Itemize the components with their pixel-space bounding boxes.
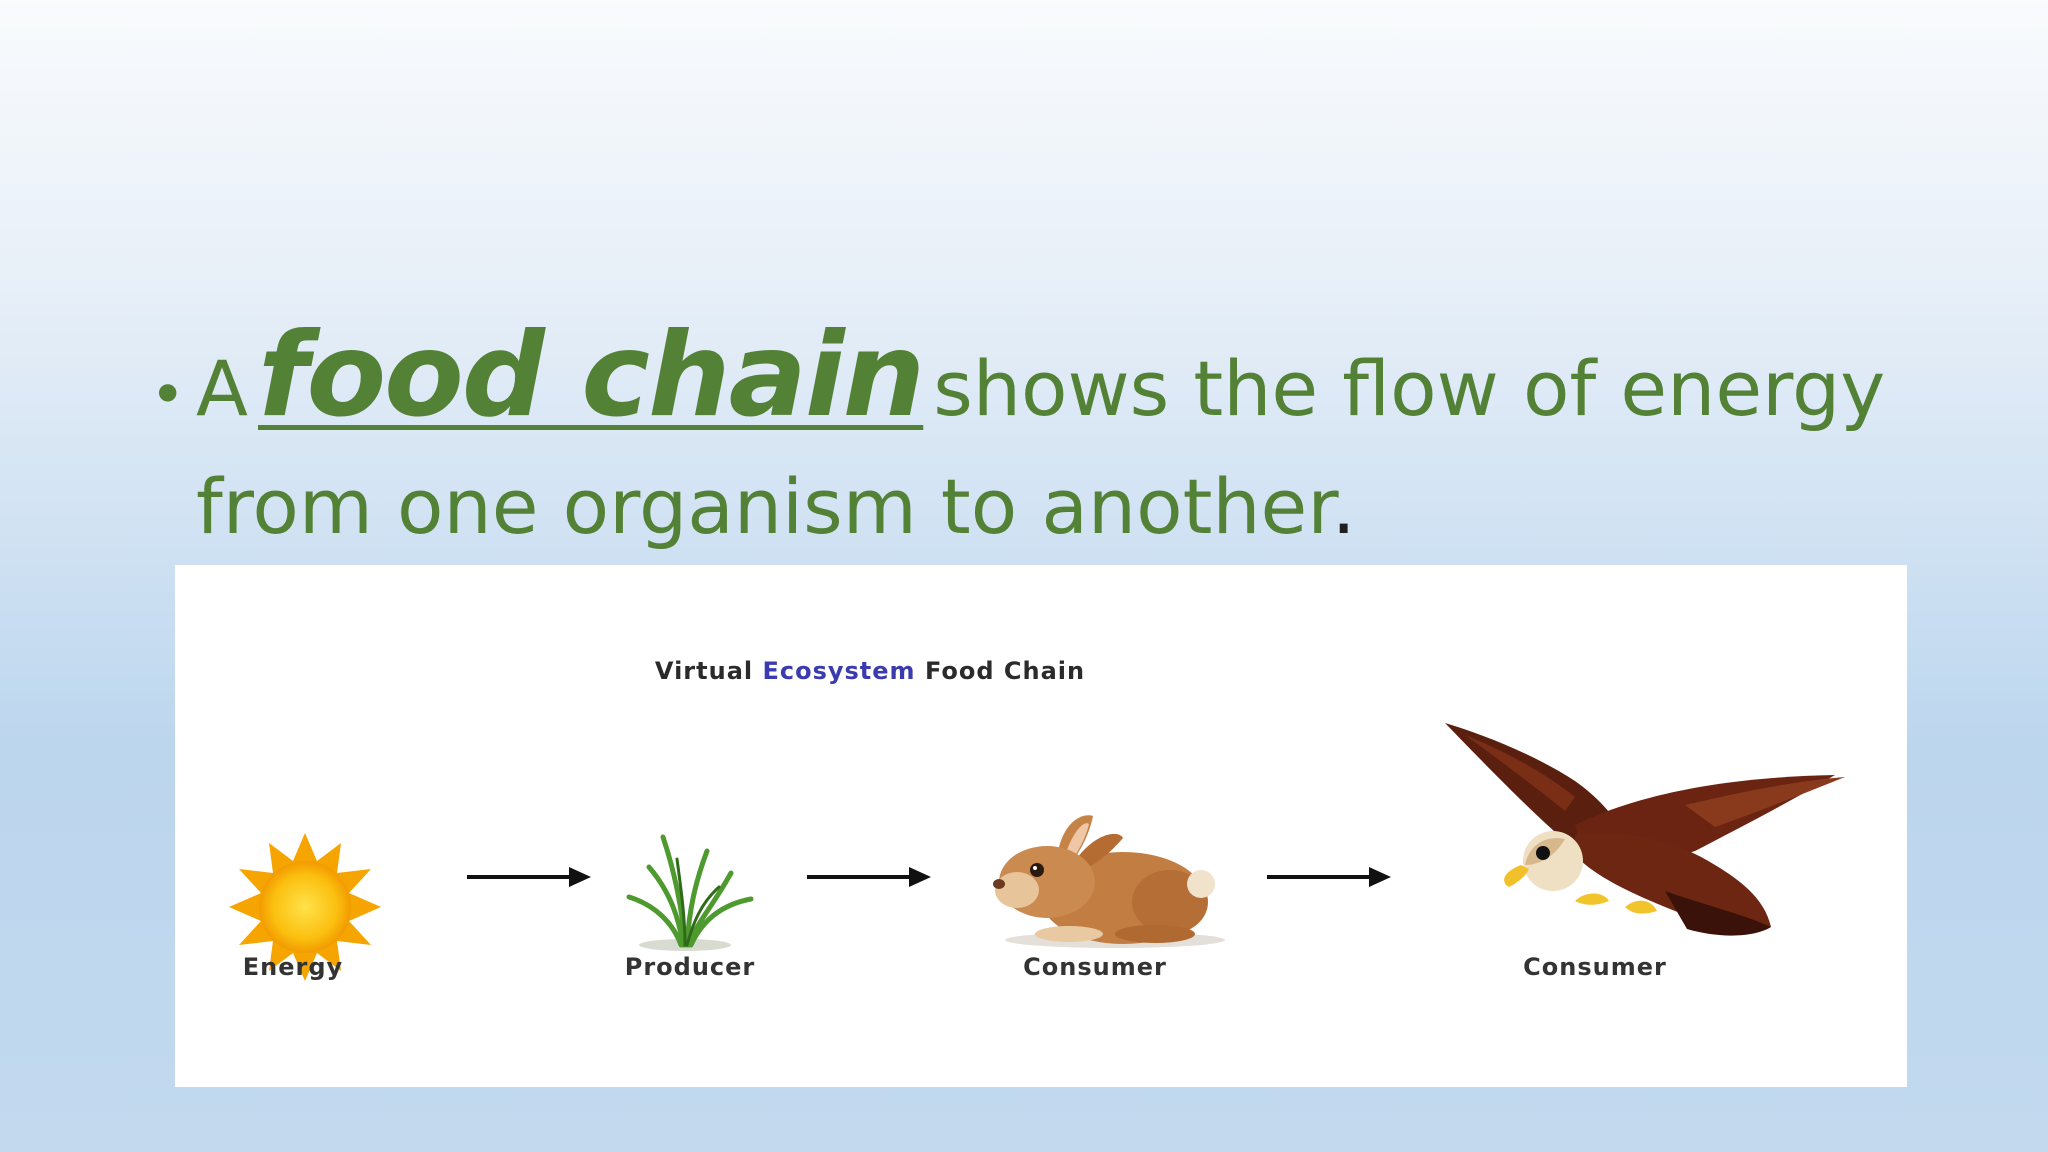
key-term: food chain <box>258 308 925 443</box>
grass-icon <box>626 834 754 951</box>
text-suffix: shows the flow of energy <box>933 344 1886 433</box>
arrow-icon <box>1267 867 1391 887</box>
diagram-title: Virtual Ecosystem Food Chain <box>175 657 1565 685</box>
sun-icon <box>229 833 381 981</box>
stage-label-consumer-secondary: Consumer <box>1523 953 1667 981</box>
stage-label-energy: Energy <box>242 953 344 981</box>
diagram-title-part2: Food Chain <box>924 657 1086 685</box>
arrow-icon <box>807 867 931 887</box>
diagram-title-highlight: Ecosystem <box>762 657 916 685</box>
text-line-2-content: from one organism to another <box>196 462 1332 551</box>
arrow-icon <box>467 867 591 887</box>
rabbit-icon <box>993 815 1225 948</box>
bullet-icon: • <box>150 360 186 430</box>
eagle-icon <box>1445 723 1845 936</box>
text-prefix: A <box>196 344 248 433</box>
text-period: . <box>1331 462 1356 551</box>
stage-label-consumer-primary: Consumer <box>1023 953 1167 981</box>
food-chain-diagram: Virtual Ecosystem Food Chain <box>175 565 1907 1087</box>
diagram-title-part1: Virtual <box>654 657 754 685</box>
text-line-2: from one organism to another. <box>150 451 1950 563</box>
stage-label-producer: Producer <box>624 953 756 981</box>
